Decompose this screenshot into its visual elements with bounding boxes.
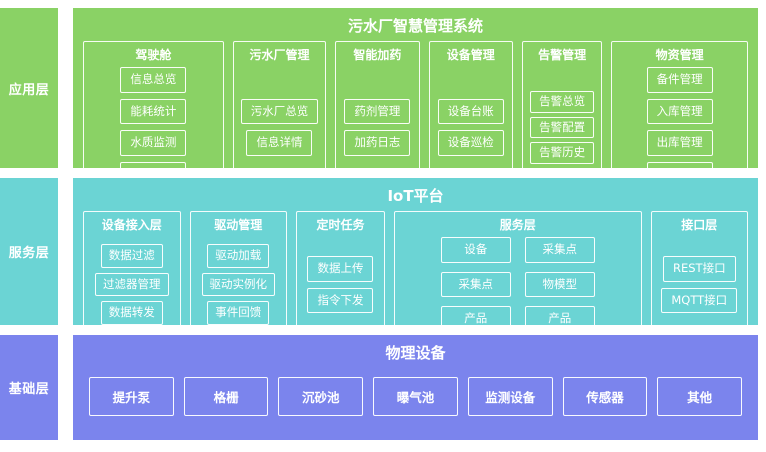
chip-alarm-overview[interactable]: 告警总览 [530, 91, 595, 113]
chip-device[interactable]: 设备 [440, 237, 511, 263]
layer-tag-base: 基础层 [0, 335, 58, 440]
layer-tag-service: 服务层 [0, 178, 58, 325]
chip-alarm-config[interactable]: 告警配置 [530, 116, 595, 139]
application-groups: 驾驶舱 信息总览 能耗统计 水质监测 组态监测 污水厂管理 污水厂总览 信息详情 [83, 41, 749, 196]
chip-inbound[interactable]: 入库管理 [646, 98, 713, 125]
layer-title-application: 污水厂智慧管理系统 [347, 17, 483, 35]
chip-product-1[interactable]: 产品 [440, 306, 511, 332]
group-title: 设备接入层 [101, 218, 162, 232]
chip-plant-overview[interactable]: 污水厂总览 [240, 98, 319, 125]
chip-event-feedback[interactable]: 事件回馈 [207, 301, 270, 325]
group-title: 设备管理 [446, 48, 495, 62]
chip-data-forward[interactable]: 数据转发 [100, 301, 163, 325]
layer-title-base: 物理设备 [385, 344, 446, 362]
chip-collect-point-2[interactable]: 采集点 [440, 271, 511, 298]
chip-outbound[interactable]: 出库管理 [646, 130, 713, 156]
group-plant-management[interactable]: 污水厂管理 污水厂总览 信息详情 [232, 41, 327, 196]
chip-energy-stats[interactable]: 能耗统计 [120, 98, 187, 125]
group-smart-dosing[interactable]: 智能加药 药剂管理 加药日志 [335, 41, 420, 196]
chip-water-quality-monitor[interactable]: 水质监测 [120, 130, 187, 156]
device-grit-chamber[interactable]: 沉砂池 [278, 376, 364, 416]
chip-device-inspection[interactable]: 设备巡检 [437, 130, 504, 156]
group-items: 驱动加载 驱动实例化 事件回馈 [198, 237, 280, 332]
chip-data-filter[interactable]: 数据过滤 [100, 244, 163, 268]
chip-driver-load[interactable]: 驱动加载 [207, 244, 270, 268]
chip-command-dispatch[interactable]: 指令下发 [307, 287, 374, 314]
group-alarm-management[interactable]: 告警管理 告警总览 告警配置 告警历史 [521, 41, 603, 196]
device-sensor[interactable]: 传感器 [562, 376, 648, 416]
chip-product-2[interactable]: 产品 [524, 306, 595, 332]
group-title: 智能加药 [353, 48, 402, 62]
chip-data-upload[interactable]: 数据上传 [307, 256, 374, 282]
group-title: 服务层 [499, 218, 536, 232]
chip-collect-point-1[interactable]: 采集点 [524, 237, 595, 263]
group-title: 污水厂管理 [249, 48, 310, 62]
chip-spare-parts[interactable]: 备件管理 [646, 67, 713, 93]
group-title: 告警管理 [538, 48, 587, 62]
chip-info-detail[interactable]: 信息详情 [246, 130, 313, 156]
device-lift-pump[interactable]: 提升泵 [89, 376, 174, 416]
group-items: 药剂管理 加药日志 [343, 67, 411, 187]
layer-tag-label: 服务层 [8, 246, 50, 261]
layer-body-application: 污水厂智慧管理系统 驾驶舱 信息总览 能耗统计 水质监测 组态监测 污水厂管理 … [73, 8, 758, 196]
group-items: 设备 采集点 采集点 物模型 产品 产品 [402, 237, 634, 332]
layer-application: 应用层 污水厂智慧管理系统 驾驶舱 信息总览 能耗统计 水质监测 组态监测 污水… [0, 8, 758, 196]
chip-driver-instantiate[interactable]: 驱动实例化 [201, 272, 275, 297]
chip-reagent-management[interactable]: 药剂管理 [344, 98, 411, 125]
group-items: 信息总览 能耗统计 水质监测 组态监测 [91, 67, 216, 188]
device-other[interactable]: 其他 [657, 376, 743, 416]
group-items: 污水厂总览 信息详情 [240, 67, 319, 187]
chip-thing-model[interactable]: 物模型 [524, 271, 595, 298]
chip-alarm-history[interactable]: 告警历史 [530, 142, 595, 164]
layer-tag-application: 应用层 [0, 8, 58, 168]
group-title: 驾驶舱 [135, 48, 172, 62]
chip-rest-interface[interactable]: REST接口 [662, 256, 736, 282]
physical-device-row: 提升泵 格栅 沉砂池 曝气池 监测设备 传感器 其他 [83, 368, 748, 430]
layer-tag-label: 基础层 [8, 382, 50, 397]
group-scheduled-task[interactable]: 定时任务 数据上传 指令下发 [296, 211, 385, 340]
group-service-layer[interactable]: 服务层 设备 采集点 采集点 物模型 产品 产品 [393, 211, 642, 340]
group-items: 数据过滤 过滤器管理 数据转发 [91, 237, 173, 332]
group-driver-management[interactable]: 驱动管理 驱动加载 驱动实例化 事件回馈 [189, 211, 287, 340]
group-items: 数据上传 指令下发 [304, 237, 377, 332]
group-title: 接口层 [681, 218, 718, 232]
layer-base: 基础层 物理设备 提升泵 格栅 沉砂池 曝气池 监测设备 传感器 其他 [0, 335, 758, 440]
chip-device-ledger[interactable]: 设备台账 [437, 98, 504, 125]
layer-service: 服务层 IoT平台 设备接入层 数据过滤 过滤器管理 数据转发 驱动管理 驱动加… [0, 178, 758, 340]
chip-mqtt-interface[interactable]: MQTT接口 [661, 287, 738, 314]
group-title: 定时任务 [316, 218, 365, 232]
group-cockpit[interactable]: 驾驶舱 信息总览 能耗统计 水质监测 组态监测 [83, 41, 224, 196]
group-device-access[interactable]: 设备接入层 数据过滤 过滤器管理 数据转发 [83, 211, 181, 340]
device-aeration-tank[interactable]: 曝气池 [373, 376, 458, 416]
layer-body-service: IoT平台 设备接入层 数据过滤 过滤器管理 数据转发 驱动管理 驱动加载 驱动… [73, 178, 758, 340]
group-title: 驱动管理 [214, 218, 263, 232]
group-items: REST接口 MQTT接口 [659, 237, 741, 332]
layer-body-base: 物理设备 提升泵 格栅 沉砂池 曝气池 监测设备 传感器 其他 [73, 335, 758, 440]
group-material-management[interactable]: 物资管理 备件管理 入库管理 出库管理 库存管理 [611, 41, 749, 196]
group-items: 备件管理 入库管理 出库管理 库存管理 [619, 67, 740, 188]
device-grille[interactable]: 格栅 [183, 376, 269, 416]
layer-tag-label: 应用层 [8, 82, 50, 98]
group-title: 物资管理 [655, 48, 704, 62]
group-items: 设备台账 设备巡检 [437, 67, 505, 187]
layer-title-service: IoT平台 [387, 187, 444, 205]
chip-filter-management[interactable]: 过滤器管理 [95, 272, 169, 297]
group-items: 告警总览 告警配置 告警历史 [530, 67, 595, 187]
chip-dosing-log[interactable]: 加药日志 [344, 130, 411, 156]
group-interface-layer[interactable]: 接口层 REST接口 MQTT接口 [650, 211, 749, 340]
service-groups: 设备接入层 数据过滤 过滤器管理 数据转发 驱动管理 驱动加载 驱动实例化 事件… [83, 211, 749, 340]
chip-info-overview[interactable]: 信息总览 [120, 67, 187, 93]
group-device-management[interactable]: 设备管理 设备台账 设备巡检 [428, 41, 513, 196]
device-monitoring-equipment[interactable]: 监测设备 [467, 376, 553, 416]
